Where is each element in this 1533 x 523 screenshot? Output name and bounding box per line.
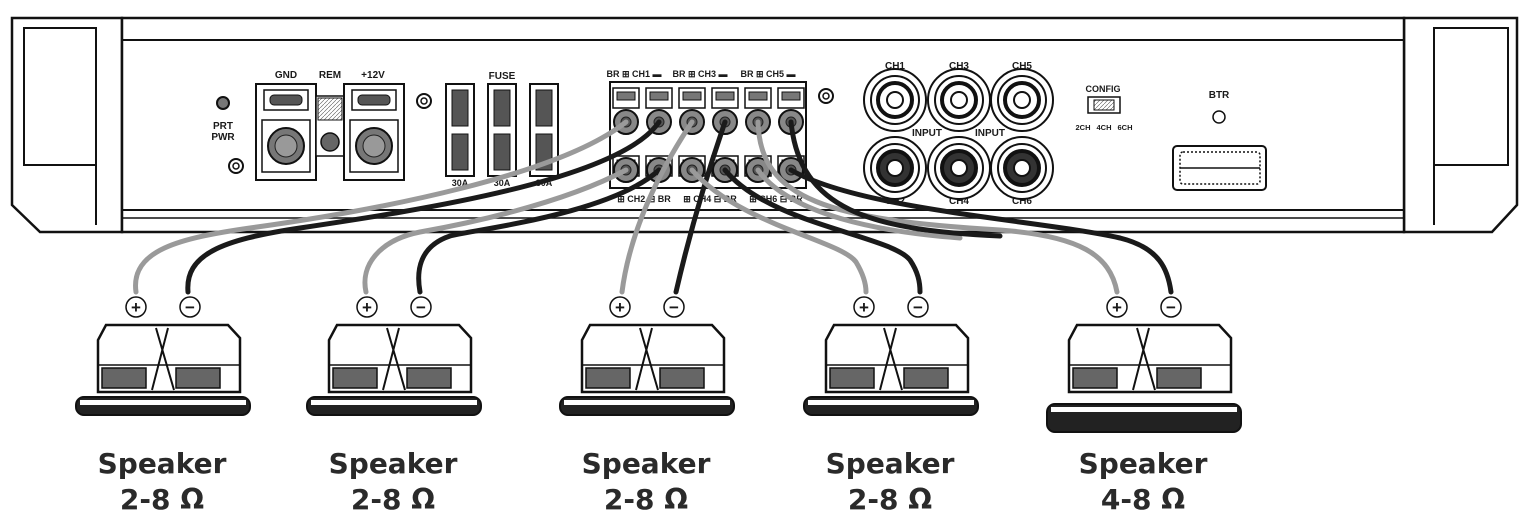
plus-terminal-icon: + bbox=[125, 296, 147, 318]
terminal-top-label: BR ⊞ CH5 ▬ bbox=[740, 69, 795, 79]
plus-terminal-icon: + bbox=[609, 296, 631, 318]
fuse-rating: 30A bbox=[494, 178, 511, 188]
minus-terminal-icon: − bbox=[410, 296, 432, 318]
fuse-bank: FUSE 30A 30A 30A bbox=[445, 71, 559, 188]
input-ch4-label: CH4 bbox=[949, 196, 969, 207]
rca-jack[interactable] bbox=[927, 136, 991, 200]
minus-symbol: − bbox=[185, 298, 195, 317]
btr-label: BTR bbox=[1209, 90, 1230, 101]
speaker-impedance-label: 2-8 Ω bbox=[848, 483, 932, 516]
negative-wire bbox=[788, 167, 1174, 295]
minus-terminal-icon: − bbox=[907, 296, 929, 318]
input-ch5-label: CH5 bbox=[1012, 61, 1032, 72]
rca-input-panel: CH1 CH3 CH5 INPUT INPUT CH2 CH4 CH6 bbox=[863, 61, 1054, 207]
speaker-name-label: Speaker bbox=[329, 447, 458, 480]
rca-jack[interactable] bbox=[990, 68, 1054, 132]
right-end-cap bbox=[1402, 16, 1519, 234]
positive-wire bbox=[755, 167, 963, 241]
speaker-impedance-label: 4-8 Ω bbox=[1101, 483, 1185, 516]
input-label: INPUT bbox=[912, 128, 942, 139]
minus-symbol: − bbox=[416, 298, 426, 317]
minus-symbol: − bbox=[669, 298, 679, 317]
negative-wire bbox=[673, 119, 728, 295]
positive-wire bbox=[362, 167, 629, 295]
negative-wire bbox=[722, 167, 923, 295]
plus-symbol: + bbox=[615, 298, 625, 317]
input-ch3-label: CH3 bbox=[949, 61, 969, 72]
terminal-top-label: BR ⊞ CH3 ▬ bbox=[672, 69, 727, 79]
rem-label: REM bbox=[319, 70, 341, 81]
speaker-wires bbox=[133, 119, 1174, 295]
mount-screw bbox=[416, 93, 432, 109]
positive-wire bbox=[755, 119, 1120, 295]
fuse-label: FUSE bbox=[489, 71, 516, 82]
status-led: PRT PWR bbox=[211, 96, 235, 143]
speaker-icon bbox=[803, 323, 979, 416]
config-switch[interactable]: CONFIG 2CH 4CH 6CH bbox=[1075, 84, 1132, 132]
terminal-bottom-label: ⊞ CH2 ⊟ BR bbox=[617, 194, 671, 204]
plus-symbol: + bbox=[131, 298, 141, 317]
fuse-1: 30A bbox=[445, 83, 475, 188]
mount-screw bbox=[228, 158, 244, 174]
rca-jack[interactable] bbox=[863, 136, 927, 200]
input-label: INPUT bbox=[975, 128, 1005, 139]
pwr-label: PWR bbox=[211, 132, 235, 143]
terminal-top-label: BR ⊞ CH1 ▬ bbox=[606, 69, 661, 79]
mount-screw bbox=[818, 88, 834, 104]
fuse-3: 30A bbox=[529, 83, 559, 188]
plus-symbol: + bbox=[362, 298, 372, 317]
speaker-name-label: Speaker bbox=[1079, 447, 1208, 480]
speaker-icon bbox=[75, 323, 251, 416]
rem-terminal bbox=[320, 132, 340, 152]
fuse-2: 30A bbox=[487, 83, 517, 188]
power-terminal-block: GND REM +12V bbox=[255, 70, 405, 181]
plus12v-label: +12V bbox=[361, 70, 385, 81]
speaker-icon bbox=[1046, 323, 1242, 433]
speaker-impedance-label: 2-8 Ω bbox=[351, 483, 435, 516]
plus-symbol: + bbox=[1112, 298, 1122, 317]
config-option: 2CH bbox=[1075, 123, 1090, 132]
positive-wire bbox=[133, 119, 629, 295]
negative-wire bbox=[185, 119, 662, 295]
input-ch1-label: CH1 bbox=[885, 61, 905, 72]
prt-label: PRT bbox=[213, 121, 233, 132]
config-option: 4CH bbox=[1096, 123, 1111, 132]
minus-terminal-icon: − bbox=[1160, 296, 1182, 318]
rca-jack[interactable] bbox=[927, 68, 991, 132]
minus-symbol: − bbox=[913, 298, 923, 317]
fuse-rating: 30A bbox=[452, 178, 469, 188]
input-ch6-label: CH6 bbox=[1012, 196, 1032, 207]
minus-terminal-icon: − bbox=[663, 296, 685, 318]
minus-symbol: − bbox=[1166, 298, 1176, 317]
gnd-label: GND bbox=[275, 70, 297, 81]
positive-wire bbox=[689, 167, 869, 295]
config-option: 6CH bbox=[1117, 123, 1132, 132]
negative-wire bbox=[416, 167, 662, 295]
speaker-icon bbox=[559, 323, 735, 416]
positive-wire bbox=[619, 119, 695, 295]
plus-symbol: + bbox=[859, 298, 869, 317]
speaker-name-label: Speaker bbox=[826, 447, 955, 480]
negative-wire bbox=[788, 119, 1003, 239]
plus-terminal-icon: + bbox=[853, 296, 875, 318]
left-end-cap bbox=[10, 16, 124, 234]
speaker-icon bbox=[306, 323, 482, 416]
speaker-name-label: Speaker bbox=[582, 447, 711, 480]
plus-terminal-icon: + bbox=[1106, 296, 1128, 318]
speaker-impedance-label: 2-8 Ω bbox=[120, 483, 204, 516]
rca-jack[interactable] bbox=[863, 68, 927, 132]
speaker-name-label: Speaker bbox=[98, 447, 227, 480]
rca-jack[interactable] bbox=[990, 136, 1054, 200]
btr-remote-port: BTR bbox=[1172, 90, 1267, 191]
speaker-impedance-label: 2-8 Ω bbox=[604, 483, 688, 516]
plus-terminal-icon: + bbox=[356, 296, 378, 318]
minus-terminal-icon: − bbox=[179, 296, 201, 318]
config-label: CONFIG bbox=[1086, 84, 1121, 94]
